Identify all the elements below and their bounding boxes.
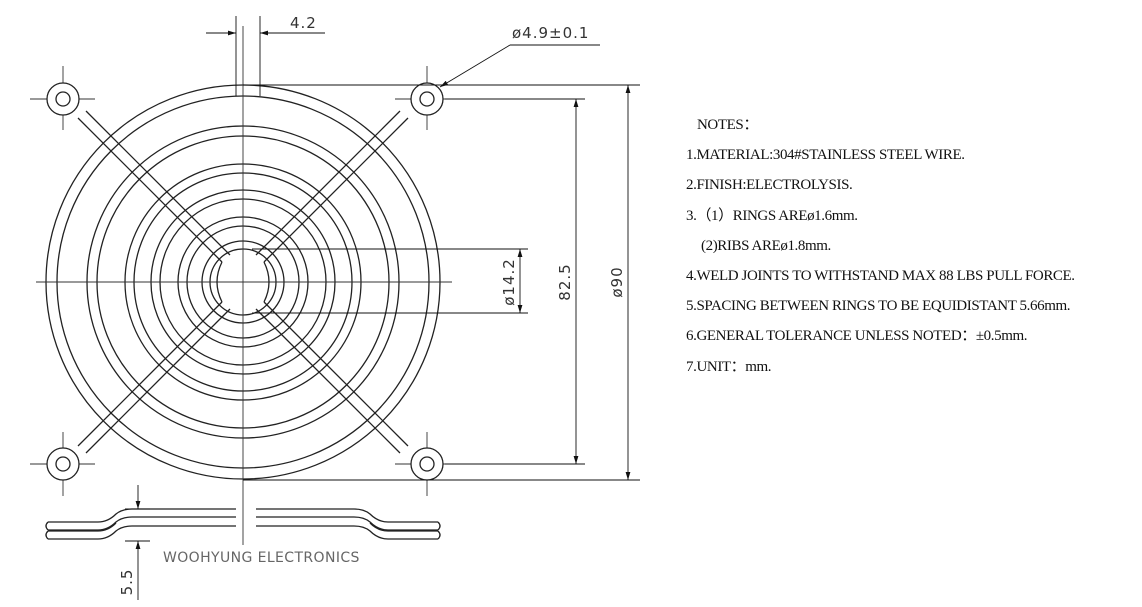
- guard-ribs: [77, 110, 409, 454]
- dim-hole-text: ø4.9±0.1: [512, 24, 589, 42]
- brand-label: WOOHYUNG ELECTRONICS: [163, 550, 360, 566]
- dim-outer-text: ø90: [608, 266, 626, 297]
- note-item: 5.SPACING BETWEEN RINGS TO BE EQUIDISTAN…: [686, 298, 1071, 315]
- mounting-eyelets: [46, 82, 444, 481]
- dim-center: [252, 248, 528, 314]
- dim-height: [125, 485, 150, 600]
- note-item: 6.GENERAL TOLERANCE UNLESS NOTED：±0.5mm.: [686, 328, 1028, 345]
- note-item: 1.MATERIAL:304#STAINLESS STEEL WIRE.: [686, 147, 965, 164]
- dim-hole-pitch: [445, 98, 585, 465]
- note-item: (2)RIBS AREø1.8mm.: [701, 237, 831, 254]
- dim-height-text: 5.5: [118, 569, 136, 596]
- note-item: 4.WELD JOINTS TO WITHSTAND MAX 88 LBS PU…: [686, 267, 1075, 284]
- notes-block: NOTES： 1.MATERIAL:304#STAINLESS STEEL WI…: [686, 110, 1075, 382]
- dim-top-width: [206, 16, 325, 96]
- dim-center-text: ø14.2: [500, 258, 518, 306]
- notes-title: NOTES：: [697, 117, 758, 133]
- note-item: 2.FINISH:ELECTROLYSIS.: [686, 177, 853, 194]
- note-item: 7.UNIT：mm.: [686, 358, 772, 375]
- dim-hole-pitch-text: 82.5: [556, 263, 574, 300]
- dim-top-width-text: 4.2: [290, 14, 317, 32]
- dim-outer: [243, 84, 640, 481]
- side-view: [45, 508, 441, 540]
- dim-hole-leader: [439, 44, 600, 88]
- note-item: 3.（1）RINGS AREø1.6mm.: [686, 207, 858, 224]
